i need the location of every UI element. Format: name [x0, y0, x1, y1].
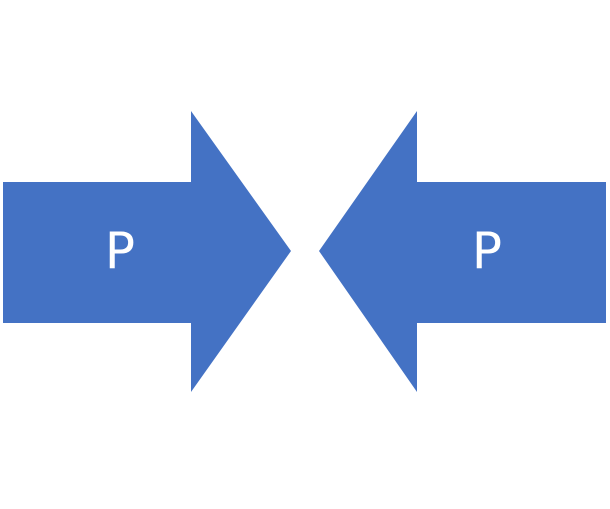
right-pointing-arrow	[3, 111, 291, 392]
left-pointing-arrow	[319, 111, 606, 392]
